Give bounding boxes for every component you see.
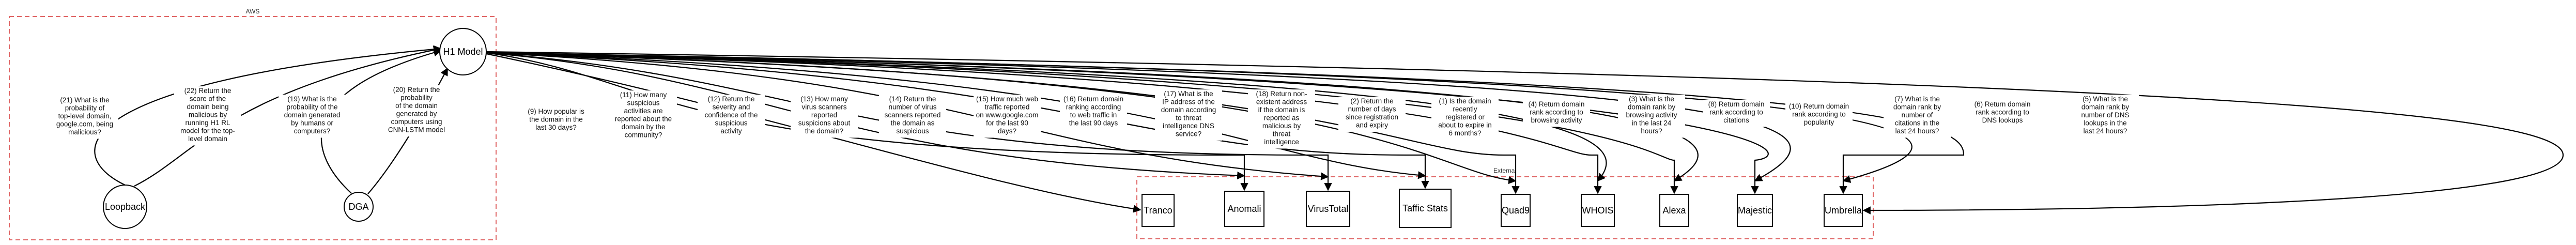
edge-label-bg-7 — [698, 95, 765, 138]
edge-label-bg-9 — [879, 95, 946, 138]
h1-model-node[interactable]: H1 Model — [439, 28, 487, 75]
dga-node[interactable]: DGA — [344, 192, 374, 222]
virustotal-node[interactable]: VirusTotal — [1306, 191, 1350, 227]
whois-label: WHOIS — [1582, 205, 1614, 216]
alexa-label: Alexa — [1662, 205, 1686, 216]
h1-model-label: H1 Model — [443, 47, 483, 57]
edge-label-bg-4 — [383, 85, 450, 136]
tranco-label: Tranco — [1144, 205, 1172, 216]
edge-label-bg-13 — [1248, 89, 1315, 149]
external-group-label: External — [1493, 167, 1516, 174]
edge-16 — [486, 52, 1678, 194]
edge-19 — [486, 52, 1791, 181]
tranco-node[interactable]: Tranco — [1142, 194, 1175, 227]
edge-label-bg-19 — [1785, 102, 1853, 129]
loopback-label: Loopback — [105, 202, 146, 212]
edge-label-bg-8 — [791, 95, 858, 138]
edge-label-bg-20 — [1884, 95, 1951, 138]
majestic-node[interactable]: Majestic — [1737, 194, 1773, 227]
edge-label-bg-14 — [1338, 97, 1406, 132]
edge-label-bg-18 — [1703, 100, 1770, 127]
quad9-label: Quad9 — [1502, 205, 1530, 216]
umbrella-node[interactable]: Umbrella — [1824, 194, 1863, 227]
quad9-node[interactable]: Quad9 — [1501, 194, 1531, 227]
edge-label-bg-2 — [174, 86, 241, 146]
aws-group-label: AWS — [246, 8, 260, 15]
edge-8 — [486, 52, 1332, 191]
edge-label-bg-6 — [610, 90, 677, 142]
trafficstats-label: Taffic Stats — [1402, 203, 1448, 213]
edge-label-bg-15 — [1431, 97, 1499, 140]
edge-label-bg-12 — [1155, 89, 1222, 141]
edge-11 — [486, 52, 1426, 179]
edge-5 — [486, 53, 1142, 213]
anomali-node[interactable]: Anomali — [1224, 191, 1264, 227]
edge-label-bg-22 — [2072, 95, 2139, 138]
edge-label-bg-21 — [1969, 100, 2036, 127]
aws-group — [9, 16, 497, 240]
edge-label-bg-11 — [1060, 95, 1127, 130]
edge-label-bg-17 — [1618, 95, 1685, 138]
majestic-label: Majestic — [1738, 205, 1772, 216]
dga-label: DGA — [348, 202, 368, 212]
virustotal-label: VirusTotal — [1308, 204, 1349, 214]
loopback-node[interactable]: Loopback — [103, 185, 147, 229]
edge-label-bg-10 — [974, 95, 1041, 138]
trafficstats-node[interactable]: Taffic Stats — [1399, 189, 1452, 228]
edge-1 — [94, 45, 442, 186]
umbrella-label: Umbrella — [1825, 205, 1862, 216]
edge-22 — [486, 51, 2564, 215]
alexa-node[interactable]: Alexa — [1659, 194, 1689, 227]
anomali-label: Anomali — [1227, 204, 1261, 214]
edge-label-bg-3 — [279, 95, 346, 138]
external-services: Tranco Anomali VirusTotal Taffic Stats Quad9… — [1142, 189, 1863, 228]
edge-14 — [486, 52, 1602, 194]
edge-label-bg-16 — [1523, 100, 1590, 127]
edge-label-bg-5 — [522, 107, 590, 134]
edge-21 — [486, 52, 1912, 183]
edge-label-bg-1 — [51, 96, 118, 139]
whois-node[interactable]: WHOIS — [1581, 194, 1615, 227]
